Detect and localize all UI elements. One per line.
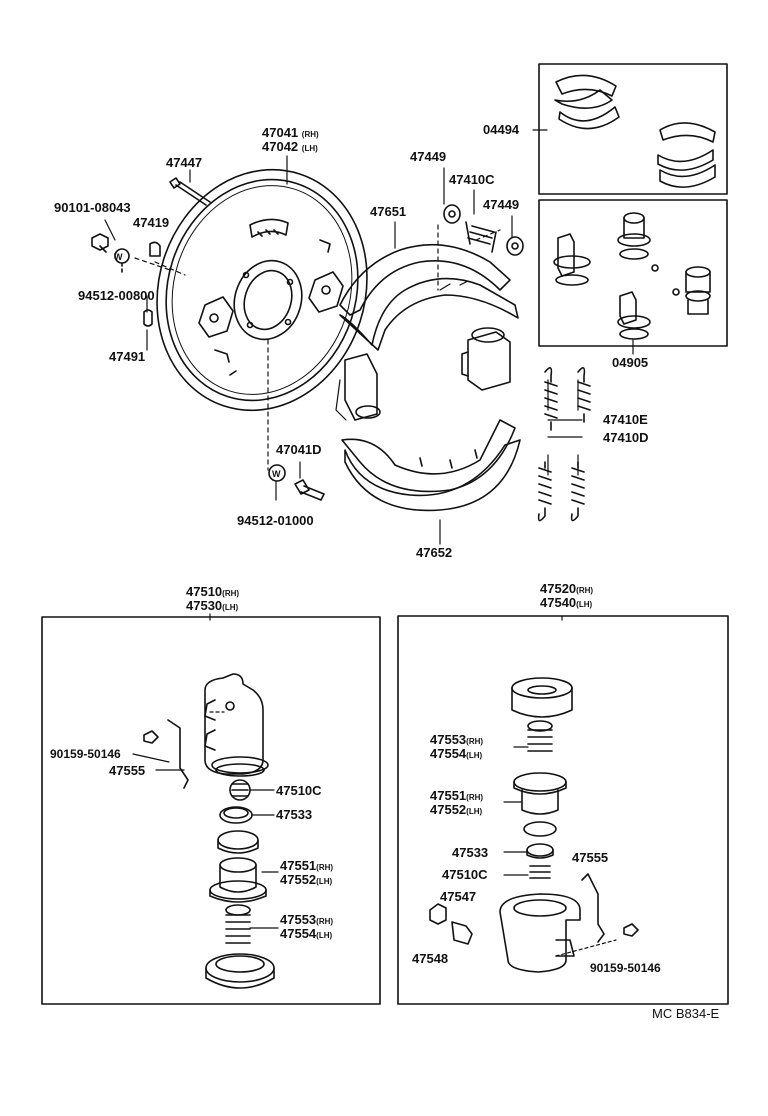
shoe-adjuster-left-drawing [335,353,381,421]
right-leader-lines [503,615,617,957]
label-04905: 04905 [612,355,649,370]
label-47447: 47447 [166,155,203,170]
label-47551-right: 47551(RH) [430,788,484,803]
wheel-cylinder-left-drawing [143,673,275,989]
label-47548-right: 47548 [412,951,449,966]
label-90101-08043: 90101-08043 [54,200,131,215]
label-47553-left: 47553(RH) [280,912,334,927]
label-47510C-left: 47510C [276,783,322,798]
label-47410C: 47410C [449,172,495,187]
footer-code: MC B834-E [652,1006,720,1021]
box-47510 [41,616,381,1005]
label-90159-50146-left: 90159-50146 [50,747,121,761]
bolt-47041D-drawing [268,464,325,501]
label-47552-left: 47552(LH) [280,872,333,887]
backing-plate-drawing [156,168,368,412]
label-47651: 47651 [370,204,407,219]
label-47554-left: 47554(LH) [280,926,333,941]
label-47042: 47042 (LH) [262,139,318,154]
wheel-cylinder-right-drawing [429,677,639,973]
label-47555-left: 47555 [109,763,146,778]
label-47530: 47530(LH) [186,598,239,613]
label-47041D: 47041D [276,442,322,457]
label-47410E: 47410E [603,412,648,427]
washer-symbol-a: W [114,252,123,262]
left-leader-lines [132,613,279,929]
label-47540: 47540(LH) [540,595,593,610]
label-47449-b: 47449 [483,197,520,212]
label-47410D: 47410D [603,430,649,445]
label-47554-right: 47554(LH) [430,746,483,761]
label-47553-right: 47553(RH) [430,732,484,747]
top-leader-lines [104,129,634,545]
washer-symbol-b: W [272,469,281,479]
shoe-adjuster-right-drawing [461,327,511,391]
label-47551-left: 47551(RH) [280,858,334,873]
brake-shoe-upper-drawing [339,243,519,351]
label-47533-right: 47533 [452,845,489,860]
brake-shoe-set-drawing [554,74,716,188]
label-47419: 47419 [133,215,170,230]
label-47510: 47510(RH) [186,584,240,599]
label-47547-right: 47547 [440,889,477,904]
box-04905 [538,199,728,347]
label-47041: 47041 (RH) [262,125,319,140]
label-90159-50146-right: 90159-50146 [590,961,661,975]
label-47555-right: 47555 [572,850,609,865]
label-47510C-right: 47510C [442,867,488,882]
label-47520: 47520(RH) [540,581,594,596]
label-94512-00800: 94512-00800 [78,288,155,303]
return-springs-drawing [537,367,591,522]
cylinder-kit-drawing [553,212,711,340]
box-47520 [397,615,729,1005]
label-47552-right: 47552(LH) [430,802,483,817]
small-parts-left-drawing [91,233,161,327]
label-04494: 04494 [483,122,520,137]
label-47491: 47491 [109,349,146,364]
label-47652: 47652 [416,545,453,560]
box-04494 [538,63,728,195]
label-94512-01000: 94512-01000 [237,513,314,528]
dashed-guides [134,224,501,471]
label-47449-a: 47449 [410,149,447,164]
label-47533-left: 47533 [276,807,313,822]
brake-shoe-lower-drawing [341,419,521,512]
bolt-47447-drawing [169,177,211,206]
parts-47449-47410C-drawing [443,204,524,256]
